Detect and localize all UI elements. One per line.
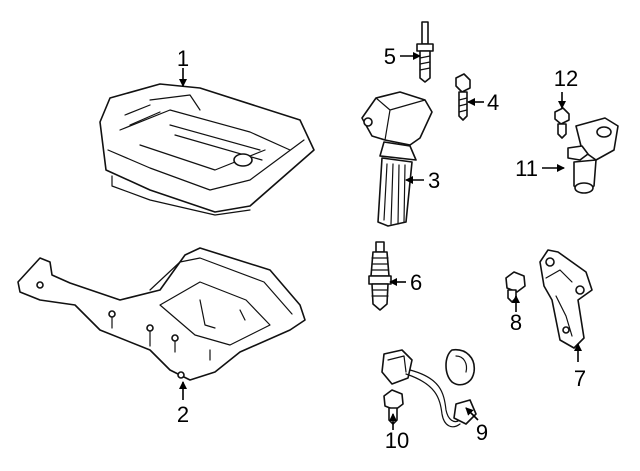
stud-part[interactable] — [416, 21, 434, 83]
callout-12: 12 — [554, 66, 578, 91]
callout-8: 8 — [510, 310, 522, 335]
ignition-coil-part[interactable] — [361, 91, 433, 227]
bolt-4-part[interactable] — [455, 73, 471, 121]
bolt-8-part[interactable] — [505, 271, 526, 303]
mounting-bracket-part[interactable] — [17, 247, 306, 381]
callout-9: 9 — [476, 420, 488, 445]
spark-plug-part[interactable] — [368, 241, 392, 311]
callout-5: 5 — [384, 44, 396, 69]
sensor-bracket-part[interactable] — [539, 249, 593, 349]
leader-9 — [465, 407, 479, 421]
bolt-12-part[interactable] — [554, 107, 570, 139]
callout-3: 3 — [428, 168, 440, 193]
camshaft-sensor-part[interactable] — [567, 117, 619, 194]
knock-sensor-part[interactable] — [381, 348, 477, 428]
callout-10: 10 — [385, 428, 409, 453]
engine-control-module-part[interactable] — [99, 83, 315, 216]
callout-7: 7 — [574, 366, 586, 391]
callout-2: 2 — [177, 402, 189, 427]
callout-1: 1 — [177, 46, 189, 71]
callout-11: 11 — [515, 156, 538, 181]
callout-4: 4 — [487, 90, 499, 115]
callout-6: 6 — [410, 270, 422, 295]
